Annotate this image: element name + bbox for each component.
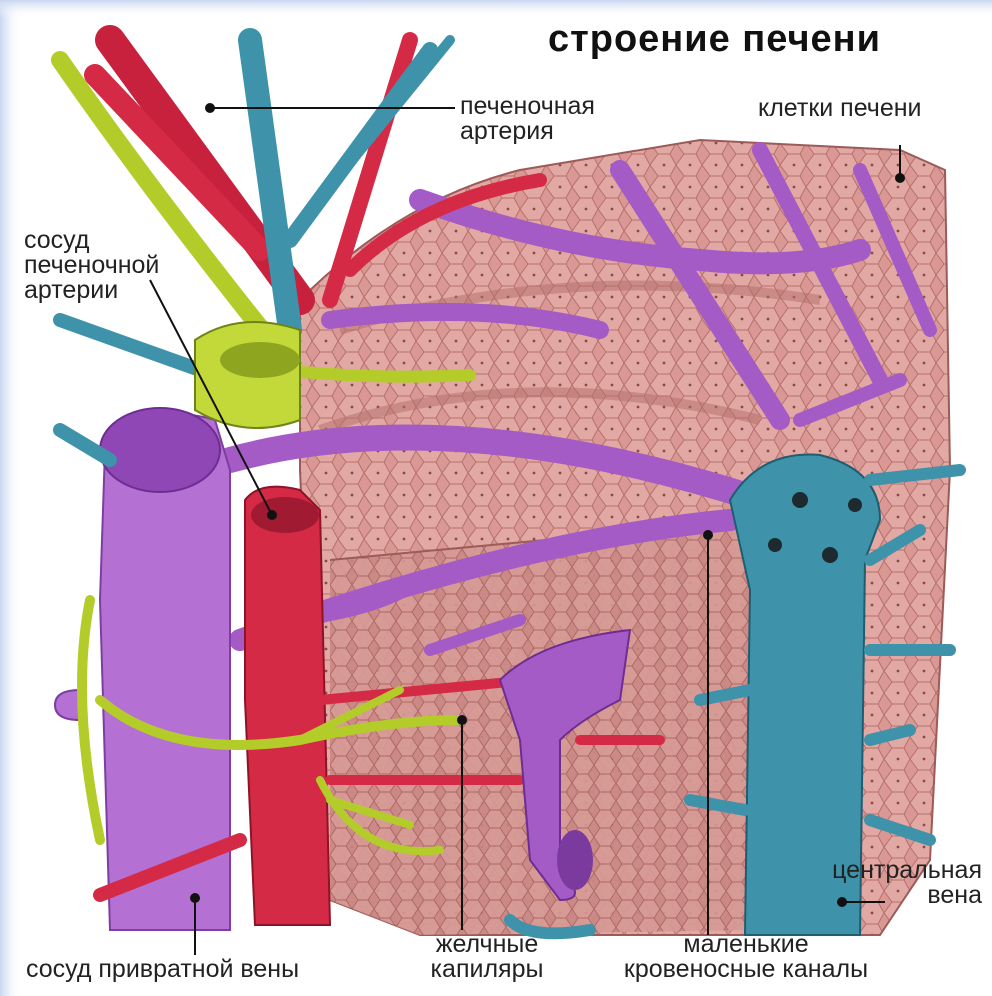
label-hepatic-artery-vessel-line3: артерии — [24, 278, 159, 303]
label-central-vein-line1: центральная — [740, 858, 982, 883]
label-small-blood-channels-line2: кровеносные каналы — [588, 957, 904, 982]
bile-duct-cross-section — [195, 322, 300, 428]
label-hepatic-artery-line1: печеночная — [460, 94, 595, 119]
label-hepatic-artery-vessel-line1: сосуд — [24, 228, 159, 253]
label-portal-vein-vessel: сосуд привратной вены — [26, 957, 299, 982]
label-bile-capillaries: желчные капиляры — [412, 932, 562, 982]
label-bile-capillaries-line2: капиляры — [412, 957, 562, 982]
label-hepatic-artery-vessel: сосуд печеночной артерии — [24, 228, 159, 303]
label-hepatic-artery-line2: артерия — [460, 119, 595, 144]
label-portal-vein-vessel-line1: сосуд привратной вены — [26, 957, 299, 982]
label-liver-cells: клетки печени — [758, 96, 922, 121]
label-small-blood-channels-line1: маленькие — [588, 932, 904, 957]
label-central-vein-line2: вена — [740, 883, 982, 908]
label-hepatic-artery: печеночная артерия — [460, 94, 595, 144]
diagram-title: строение печени — [548, 18, 988, 61]
label-central-vein: центральная вена — [740, 858, 982, 908]
label-hepatic-artery-vessel-line2: печеночной — [24, 253, 159, 278]
label-small-blood-channels: маленькие кровеносные каналы — [588, 932, 904, 982]
label-liver-cells-line1: клетки печени — [758, 96, 922, 121]
label-bile-capillaries-line1: желчные — [412, 932, 562, 957]
